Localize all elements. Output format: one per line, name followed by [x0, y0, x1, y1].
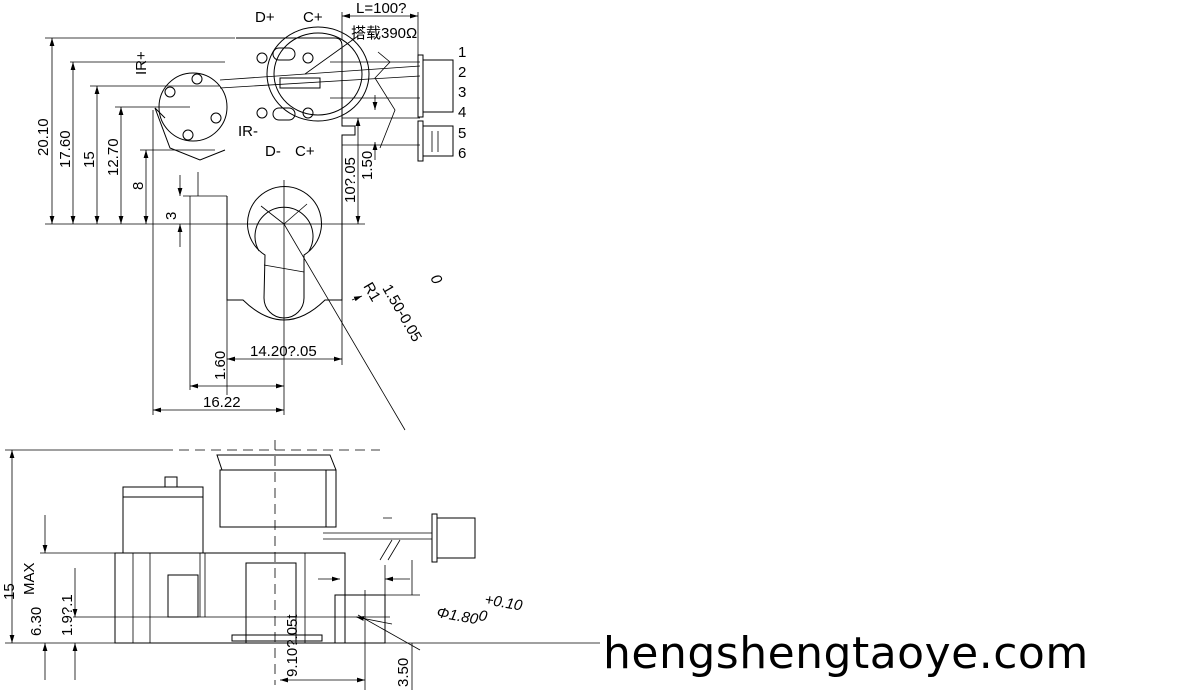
- connector-pin-6: 6: [458, 145, 466, 162]
- dim-8: 8: [130, 182, 147, 190]
- dim-height-note: MAX: [21, 562, 38, 595]
- watermark: hengshengtaoye.com: [603, 628, 1089, 679]
- label-d-minus: D-: [265, 143, 281, 160]
- connector-pin-3: 3: [458, 84, 466, 101]
- cable-length-label: L=100?: [356, 0, 406, 17]
- connector-pin-1: 1: [458, 44, 466, 61]
- dim-17-60: 17.60: [57, 130, 74, 168]
- label-d-plus: D+: [255, 9, 275, 26]
- dim-width: 14.20?.05: [250, 343, 317, 360]
- radius-zero: 0: [427, 272, 446, 288]
- dim-height: 15: [1, 583, 18, 600]
- dim-offset: 10?.05: [342, 157, 359, 203]
- dim-15: 15: [81, 151, 98, 168]
- dim-left-offset: 1.60: [212, 351, 229, 380]
- dim-thickness: 9.10?.05t: [284, 614, 301, 677]
- label-c-plus: C+: [303, 9, 323, 26]
- dim-hole-dia: Φ1.80: [435, 604, 480, 628]
- side-view: 15 MAX 6.30 1.9?.1 9.10?.05t 3.50 Φ1.80 …: [1, 440, 600, 690]
- dim-hole-depth: 3.50: [395, 658, 412, 687]
- connector-pin-5: 5: [458, 125, 466, 142]
- label-c-minus: C+: [295, 143, 315, 160]
- dim-20-10: 20.10: [35, 118, 52, 156]
- radius-leader: [283, 223, 406, 431]
- resistor-note: 搭载390Ω: [351, 25, 417, 42]
- tol-plus: +0.10: [483, 591, 524, 614]
- top-view: D+ C+ L=100? 搭载390Ω IR+ IR- D- C+ 1 2 3 …: [35, 0, 466, 431]
- tol-zero: 0: [477, 607, 489, 625]
- dim-12-70: 12.70: [105, 138, 122, 176]
- label-ir-plus: IR+: [133, 51, 150, 75]
- dim-overall: 16.22: [203, 394, 241, 411]
- dim-step: 1.9?.1: [59, 594, 76, 636]
- dim-3: 3: [163, 212, 180, 220]
- connector-pin-4: 4: [458, 104, 466, 121]
- connector-pin-2: 2: [458, 64, 466, 81]
- dim-base: 6.30: [28, 607, 45, 636]
- dim-pitch: 1.50: [359, 151, 376, 180]
- radius-tolerance: 1.50-0.05: [379, 282, 425, 345]
- label-ir-minus: IR-: [238, 123, 258, 140]
